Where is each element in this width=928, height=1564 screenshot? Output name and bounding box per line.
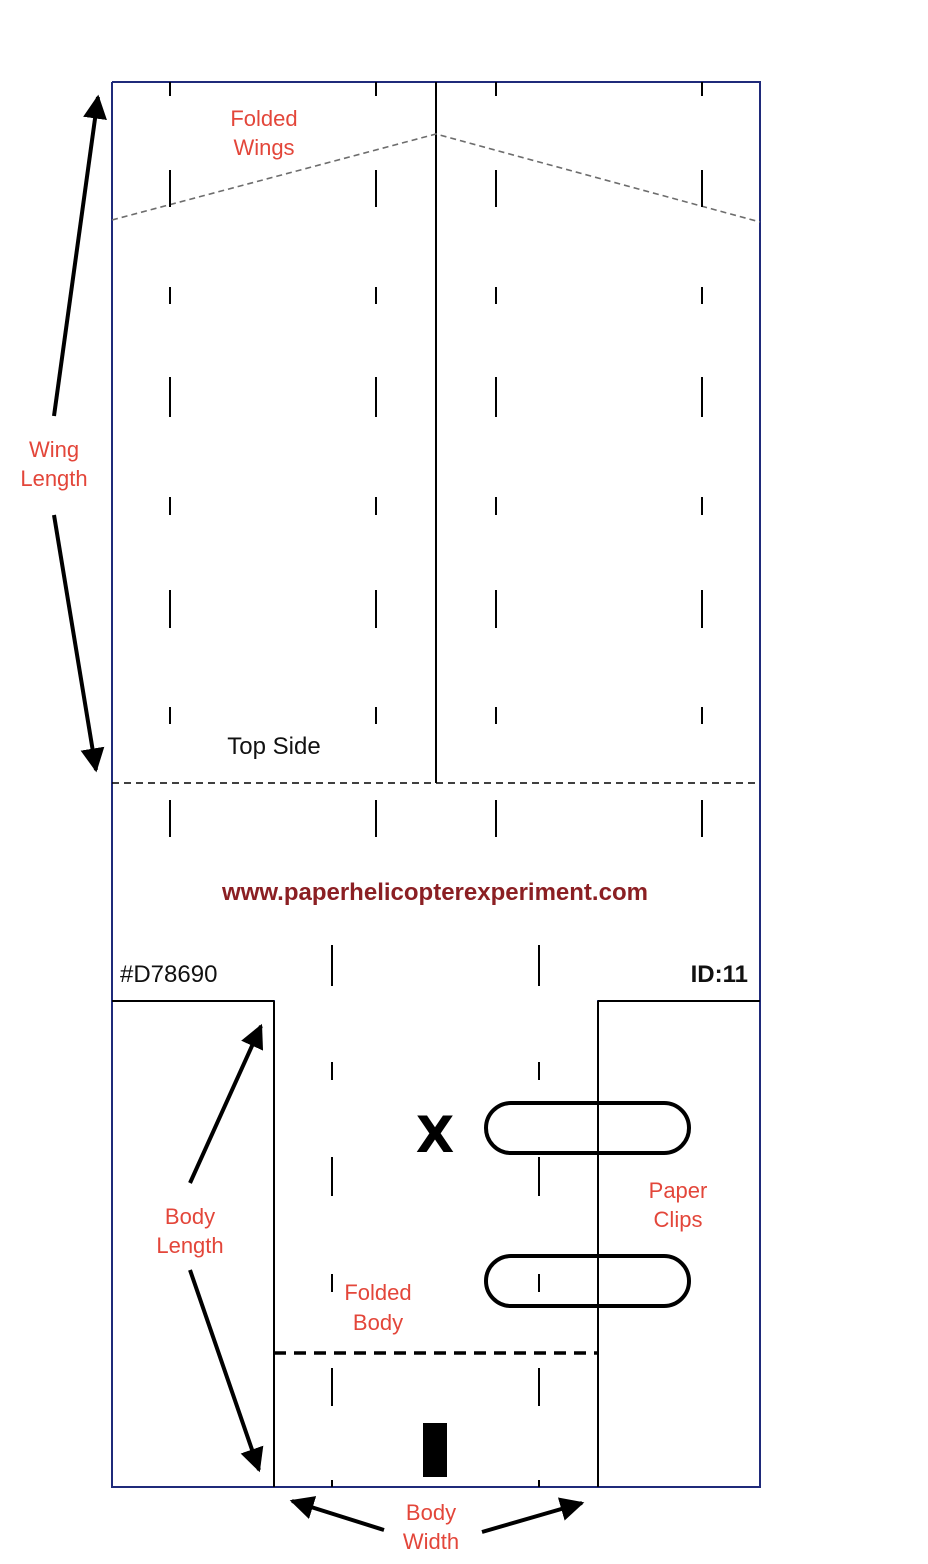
paper-clip-top [484, 1101, 691, 1155]
cut-lines [112, 82, 760, 1487]
website-text: www.paperhelicopterexperiment.com [221, 879, 648, 906]
body-length-label-line2: Length [156, 1233, 223, 1258]
folded-wings-label-line1: Folded [230, 106, 297, 131]
body-width-arrow-right [481, 1497, 585, 1534]
paper-clips-label-line2: Clips [654, 1207, 703, 1232]
wing-length-arrow-down [52, 514, 105, 773]
body-width-arrow-left [289, 1496, 385, 1532]
wing-length-label-line1: Wing [29, 437, 79, 462]
paper-clips-label-line1: Paper [649, 1178, 708, 1203]
body-length-arrow-down [188, 1269, 264, 1473]
paper-clip-bottom [484, 1254, 691, 1308]
body-width-label-line2: Width [403, 1529, 459, 1554]
weight-block [423, 1423, 447, 1477]
folded-body-label-line2: Body [353, 1310, 403, 1335]
wing-length-arrow-up [52, 94, 107, 417]
body-length-label-line1: Body [165, 1204, 215, 1229]
x-mark: X [416, 1106, 455, 1164]
folded-wings-label-line2: Wings [233, 135, 294, 160]
template-code: #D78690 [120, 961, 217, 988]
folded-wings-outline [111, 133, 761, 223]
top-side-label: Top Side [227, 733, 320, 760]
guide-ticks [169, 82, 703, 1487]
body-width-label-line1: Body [406, 1500, 456, 1525]
template-id: ID:11 [691, 961, 748, 988]
wing-length-label-line2: Length [20, 466, 87, 491]
body-length-arrow-up [188, 1023, 264, 1184]
folded-body-label-line1: Folded [344, 1280, 411, 1305]
